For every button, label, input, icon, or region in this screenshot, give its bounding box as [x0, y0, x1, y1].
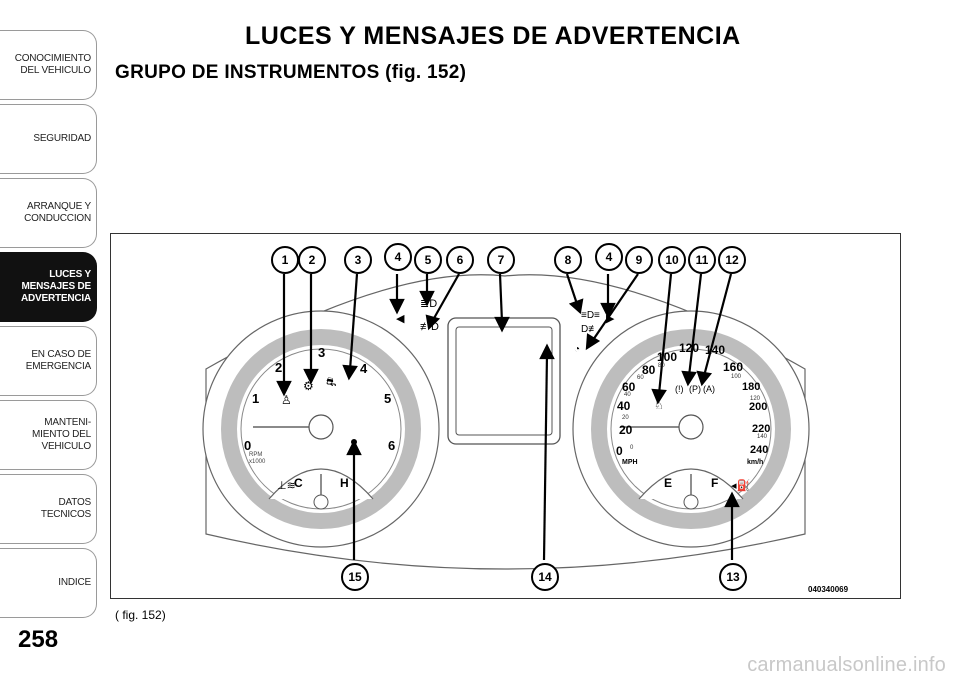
callout-7: 7 [487, 246, 515, 274]
tach-unit: RPM [249, 452, 263, 458]
tab-luces-active[interactable]: LUCES Y MENSAJES DE ADVERTENCIA [0, 252, 97, 322]
kmh-tick: 40 [624, 392, 631, 398]
section-title: GRUPO DE INSTRUMENTOS (fig. 152) [115, 62, 467, 83]
callout-5: 5 [414, 246, 442, 274]
seatbelt-icon: ♙ [281, 393, 292, 407]
tach-tick: 3 [318, 345, 326, 360]
mph-unit: MPH [622, 459, 638, 466]
callout-10: 9 [625, 246, 653, 274]
kmh-tick: 80 [658, 363, 665, 369]
mph-tick: 100 [657, 350, 678, 364]
mph-tick: 160 [723, 360, 744, 374]
speed-tick-extra: 240 [750, 444, 769, 456]
tach-tick: 6 [388, 438, 396, 453]
mph-tick: 140 [705, 343, 726, 357]
brake-icon: (!) [675, 384, 684, 394]
mph-tick: 60 [622, 380, 636, 394]
fuel-empty-label: E [664, 476, 673, 490]
parking-brake-icon: (P) [689, 384, 701, 394]
fuel-full-label: F [711, 476, 719, 490]
tach-tick: 1 [252, 391, 260, 406]
kmh-tick: 20 [622, 415, 629, 421]
callout-6: 6 [446, 246, 474, 274]
tab-arranque[interactable]: ARRANQUE Y CONDUCCION [0, 178, 97, 248]
engine-icon: ⚙ [303, 379, 314, 393]
esc-icon: ⛐ [326, 375, 336, 389]
speed-tick-extra: 180 [742, 381, 761, 393]
callout-1: 1 [271, 246, 299, 274]
light-on-icon: ≡D≡ [581, 310, 600, 321]
tab-datos[interactable]: DATOS TECNICOS [0, 474, 97, 544]
mph-tick: 40 [617, 399, 631, 413]
airbag-icon: ♘ [654, 400, 664, 412]
figure-code: 040340069 [808, 585, 849, 594]
page-title: LUCES Y MENSAJES DE ADVERTENCIA [245, 22, 741, 50]
kmh-tick: 100 [731, 374, 742, 380]
callout-12: 11 [688, 246, 716, 274]
tab-indice[interactable]: INDICE [0, 548, 97, 618]
tab-emergencia[interactable]: EN CASO DE EMERGENCIA [0, 326, 97, 396]
temp-cold-label: C [294, 476, 303, 490]
turn-left-icon: ◀ [396, 313, 405, 325]
callout-3: 3 [344, 246, 372, 274]
instrument-cluster-figure: ♙ ⚙ ⛐ ◀ ≣D ≢D ≡D≡ D≢ ▶ ◔ ♘ (!) (P) (A) ◂… [110, 233, 901, 599]
kmh-tick: 0 [630, 445, 634, 451]
tach-unit-multiplier: x1000 [249, 459, 266, 465]
callout-15: 14 [531, 563, 559, 591]
callout-9: 4 [595, 243, 623, 271]
tab-mantenimiento[interactable]: MANTENI- MIENTO DEL VEHICULO [0, 400, 97, 470]
cruise-icon: ◔ [574, 344, 580, 355]
tach-tick: 0 [244, 438, 252, 453]
turn-right-icon: ▶ [606, 313, 615, 325]
instrument-cluster-illustration: ♙ ⚙ ⛐ ◀ ≣D ≢D ≡D≡ D≢ ▶ ◔ ♘ (!) (P) (A) ◂… [202, 273, 810, 570]
fuel-icon: ◂⛽ [731, 479, 751, 492]
abs-icon: (A) [703, 384, 715, 394]
tach-tick: 5 [384, 391, 392, 406]
mph-tick: 20 [619, 423, 633, 437]
mph-tick: 120 [679, 341, 700, 355]
mph-tick: 80 [642, 363, 656, 377]
kmh-tick: 60 [637, 375, 644, 381]
speed-tick-extra: 220 [752, 423, 771, 435]
callout-14: 15 [341, 563, 369, 591]
figure-caption: ( fig. 152) [115, 608, 166, 622]
watermark: carmanualsonline.info [747, 654, 946, 676]
callout-16: 13 [719, 563, 747, 591]
rear-fog-icon: D≢ [581, 324, 598, 335]
speed-tick-extra: 200 [749, 401, 768, 413]
temp-hot-label: H [340, 476, 349, 490]
tach-tick: 2 [275, 360, 283, 375]
callout-4: 4 [384, 243, 412, 271]
coolant-icon: ⊥≋ [277, 480, 296, 492]
kmh-unit: km/h [747, 459, 764, 466]
callout-8: 8 [554, 246, 582, 274]
callout-13: 12 [718, 246, 746, 274]
mph-tick: 0 [616, 444, 623, 458]
tach-tick: 4 [360, 361, 368, 376]
callout-11: 10 [658, 246, 686, 274]
tab-conocimiento[interactable]: CONOCIMIENTO DEL VEHICULO [0, 30, 97, 100]
kmh-tick: 140 [757, 434, 768, 440]
page-number: 258 [18, 626, 59, 653]
callout-2: 2 [298, 246, 326, 274]
kmh-tick: 120 [750, 396, 761, 402]
tab-seguridad[interactable]: SEGURIDAD [0, 104, 97, 174]
